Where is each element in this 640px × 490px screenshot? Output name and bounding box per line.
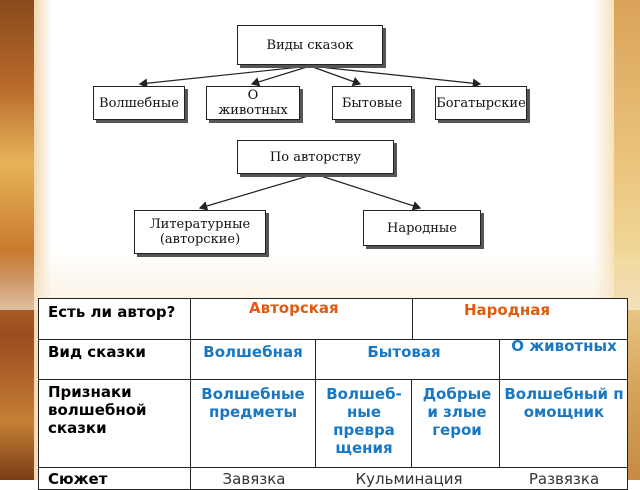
author-value-folk: Народная — [464, 301, 550, 319]
row-signs-label: Признаки волшебной сказки — [48, 383, 147, 437]
sign-magic-helper: Волшебный помощник — [504, 385, 624, 421]
plot-resolution: Развязка — [528, 470, 600, 488]
node-literary: Литературные (авторские) — [134, 210, 266, 254]
node-everyday-label: Бытовые — [341, 95, 403, 111]
node-magic-label: Волшебные — [99, 95, 179, 111]
arrow-to-literary — [198, 173, 316, 211]
node-by-authorship: По авторству — [237, 140, 394, 174]
arrow-to-heroic — [309, 65, 482, 89]
sign-magic-items: Волшебные предметы — [201, 385, 305, 421]
fairy-tale-table: Есть ли автор? Авторская Народная Вид ск… — [38, 298, 628, 490]
node-animals: О животных — [206, 86, 300, 120]
plot-climax: Кульминация — [355, 470, 463, 488]
row-plot-label: Сюжет — [48, 470, 108, 488]
node-kinds-of-tales: Виды сказок — [237, 25, 383, 65]
arrow-to-animals — [250, 65, 311, 87]
arrow-to-folk — [314, 173, 422, 211]
node-magic: Волшебные — [93, 86, 185, 120]
row-author-label: Есть ли автор? — [48, 303, 176, 321]
node-literary-label: Литературные (авторские) — [149, 217, 251, 247]
sign-transformations: Волшеб-ные превра щения — [326, 385, 402, 457]
kind-value-animals: О животных — [511, 337, 617, 355]
diagram-connectors — [138, 65, 482, 211]
node-heroic-label: Богатырские — [436, 95, 526, 111]
node-folk-label: Народные — [387, 220, 457, 236]
node-folk: Народные — [363, 210, 481, 246]
kind-value-magic: Волшебная — [203, 343, 303, 361]
author-value-authorial: Авторская — [249, 299, 339, 317]
row-kind-label: Вид сказки — [48, 343, 146, 361]
node-heroic: Богатырские — [435, 86, 527, 120]
node-animals-label: О животных — [218, 88, 288, 118]
sign-good-evil-heroes: Добрые и злые герои — [422, 385, 492, 439]
plot-beginning: Завязка — [222, 470, 286, 488]
node-by-authorship-label: По авторству — [269, 149, 362, 165]
arrow-to-magic — [138, 65, 311, 89]
node-everyday: Бытовые — [332, 86, 412, 120]
arrow-to-everyday — [309, 65, 362, 87]
kind-value-everyday: Бытовая — [367, 343, 441, 361]
node-kinds-of-tales-label: Виды сказок — [266, 37, 354, 53]
